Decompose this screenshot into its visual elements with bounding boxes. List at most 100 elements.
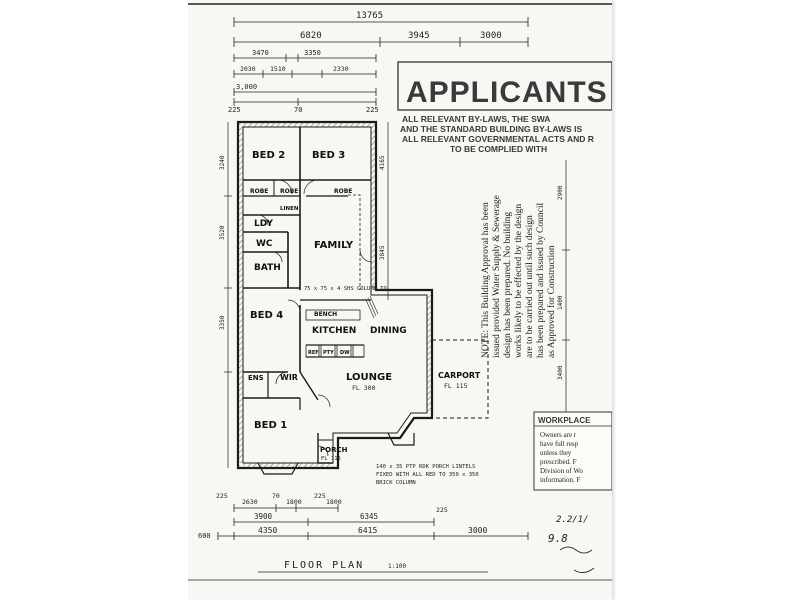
stamp-line-4: TO BE COMPLIED WITH: [450, 144, 547, 154]
workplace-line-6: information. F: [540, 476, 581, 484]
dim-left-3520: 3520: [219, 225, 226, 240]
dim-bot-225-b: 225: [314, 492, 326, 500]
dim-top-6820: 6820: [300, 31, 322, 41]
dim-r-1510: 1510: [270, 65, 286, 73]
workplace-line-4: prescribed. F: [540, 458, 577, 466]
room-robe-2: ROBE: [280, 188, 298, 195]
dim-bot-1800-a: 1800: [286, 498, 302, 506]
drawing-title: FLOOR PLAN: [284, 560, 364, 571]
dim-right-3845: 3845: [379, 245, 386, 260]
dim-right-2900: 2900: [557, 185, 564, 200]
room-robe-1: ROBE: [250, 188, 268, 195]
bottom-dimensions: [217, 504, 529, 540]
approval-line-2: issued provided Water Supply & Sewerage: [492, 195, 502, 358]
dim-bot-225-a: 225: [216, 492, 228, 500]
title-block: FLOOR PLAN 1:100: [188, 560, 612, 581]
room-laundry: LDY: [254, 219, 274, 229]
room-lounge: LOUNGE: [346, 372, 392, 383]
dim-70: 70: [294, 106, 302, 114]
approval-line-6: has been prepared and issued by Council: [536, 203, 546, 358]
room-robe-3: ROBE: [334, 188, 352, 195]
wall-hatching: [238, 122, 432, 468]
dim-sub-3470: 3470: [252, 49, 269, 57]
room-porch: PORCH: [320, 446, 348, 454]
room-kitchen: KITCHEN: [312, 326, 356, 336]
signature-date: 2.2/1/: [556, 515, 589, 525]
dim-225-right: 225: [366, 106, 379, 114]
room-bed-3: BED 3: [312, 150, 345, 161]
signature: 2.2/1/ 9.8: [548, 515, 595, 574]
side-dimension-lines: [224, 122, 570, 468]
room-linen: LINEN: [280, 206, 299, 212]
stamp-line-3: ALL RELEVANT GOVERNMENTAL ACTS AND R: [402, 134, 594, 144]
floor-plan-drawing: 13765 6820 3945 3000 3470 3350 2030 1510…: [188, 3, 612, 581]
room-bed-2: BED 2: [252, 150, 285, 161]
dim-bot-1800-b: 1800: [326, 498, 342, 506]
approval-line-4: works likely to be effected by the desig…: [513, 204, 524, 358]
room-ens: ENS: [248, 374, 264, 382]
room-labels: BED 2 BED 3 ROBE ROBE ROBE LINEN LDY WC …: [248, 150, 481, 462]
dim-overall: 13765: [356, 11, 383, 21]
workplace-line-5: Division of Wo: [540, 467, 583, 475]
kitchen-fixtures: [305, 295, 379, 358]
dim-bed-3000: 3,000: [236, 83, 257, 91]
dim-bot-6345: 6345: [360, 512, 378, 521]
room-family: FAMILY: [314, 240, 354, 251]
workplace-title: WORKPLACE: [538, 416, 591, 425]
workplace-line-2: have full resp: [540, 440, 579, 448]
room-carport-fl: FL 115: [444, 382, 468, 390]
room-bed-1: BED 1: [254, 420, 287, 431]
room-porch-fl: FL 115: [321, 456, 341, 462]
dim-right-1400: 1400: [557, 295, 564, 310]
drawing-scale: 1:100: [388, 563, 406, 570]
dim-bot-3900: 3900: [254, 512, 273, 521]
door-swings: [257, 179, 373, 457]
side-dimension-labels: 3240 3520 3350 4165 3845 2900 1400 3400: [219, 155, 564, 380]
room-wc: WC: [256, 239, 273, 249]
dim-top-3945: 3945: [408, 31, 430, 41]
dim-bot-600: 600: [198, 532, 211, 540]
room-bed-4: BED 4: [250, 310, 283, 321]
room-bath: BATH: [254, 263, 281, 273]
stamp-title: APPLICANTS C: [406, 76, 612, 109]
dim-r-2030: 2030: [240, 65, 256, 73]
dim-left-3350: 3350: [219, 315, 226, 330]
label-bench: BENCH: [314, 311, 337, 318]
top-dimension-labels: 13765 6820 3945 3000 3470 3350 2030 1510…: [228, 11, 502, 114]
dim-bot-70: 70: [272, 492, 280, 500]
workplace-notice: WORKPLACE Owners are r have full resp un…: [533, 411, 612, 491]
stamp-line-1: ALL RELEVANT BY-LAWS, THE SWA: [402, 114, 550, 124]
approval-line-3: design has been prepared. No building: [503, 212, 513, 358]
approval-line-7: as Approved for Construction: [546, 245, 557, 358]
workplace-line-1: Owners are r: [540, 431, 577, 439]
room-carport: CARPORT: [438, 371, 481, 380]
room-lounge-fl: FL 300: [352, 384, 376, 392]
dim-top-3000: 3000: [480, 31, 502, 41]
dim-r-2330: 2330: [333, 65, 349, 73]
label-dw: DW: [340, 350, 350, 356]
stamp-line-2: AND THE STANDARD BUILDING BY-LAWS IS: [400, 124, 582, 134]
dim-right-4165: 4165: [379, 155, 386, 170]
note-porch-lintels-2: FIXED WITH ALL RED TO 350 x 350: [376, 472, 479, 478]
dim-225-left: 225: [228, 106, 241, 114]
label-ref: REF: [308, 350, 319, 356]
dim-bot-2630: 2630: [242, 498, 258, 506]
top-dimensions: [233, 17, 529, 106]
note-porch-lintels-3: BRICK COLUMN: [376, 480, 416, 486]
room-wir: WIR: [280, 373, 298, 382]
construction-notes: 75 x 75 x 4 SHS COLUMN TO 140 x 35 PTP R…: [304, 286, 479, 486]
approval-note: NOTE: This Building Approval has been is…: [481, 195, 557, 358]
signature-initials: 9.8: [548, 532, 568, 545]
applicants-stamp: APPLICANTS C ALL RELEVANT BY-LAWS, THE S…: [397, 61, 612, 154]
workplace-line-3: unless they: [540, 449, 572, 457]
dim-bot-4350: 4350: [258, 526, 277, 535]
approval-line-5: are to be carried out until such design: [525, 215, 535, 358]
note-column: 75 x 75 x 4 SHS COLUMN TO: [304, 286, 387, 292]
note-porch-lintels-1: 140 x 35 PTP RDK PORCH LINTELS: [376, 464, 475, 470]
room-dining: DINING: [370, 326, 407, 336]
bottom-dimension-labels: 225 2630 70 1800 225 1800 3900 6345 225 …: [198, 492, 487, 540]
plan-sheet: 13765 6820 3945 3000 3470 3350 2030 1510…: [188, 0, 612, 600]
dim-bot-3000: 3000: [468, 526, 487, 535]
approval-line-1: NOTE: This Building Approval has been: [481, 202, 491, 358]
dim-bot-225-c: 225: [436, 506, 448, 514]
